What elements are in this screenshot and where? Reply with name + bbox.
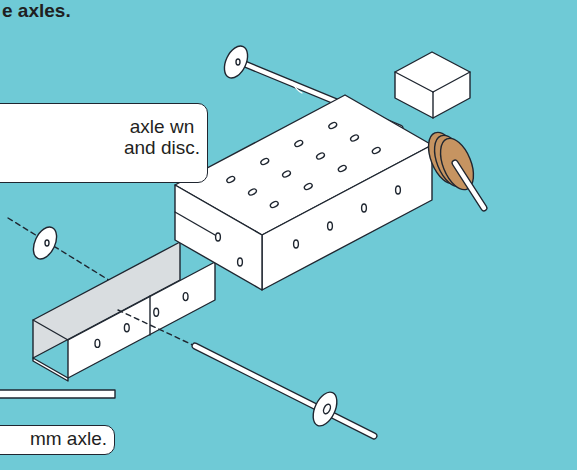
instruction-text: e axles. bbox=[2, 0, 71, 22]
callout-box: axle wn and disc. bbox=[0, 103, 208, 183]
callout-text: mm axle. bbox=[0, 428, 107, 449]
callout-text: axle wn and disc. bbox=[121, 116, 203, 158]
callout-box: mm axle. bbox=[0, 425, 115, 455]
